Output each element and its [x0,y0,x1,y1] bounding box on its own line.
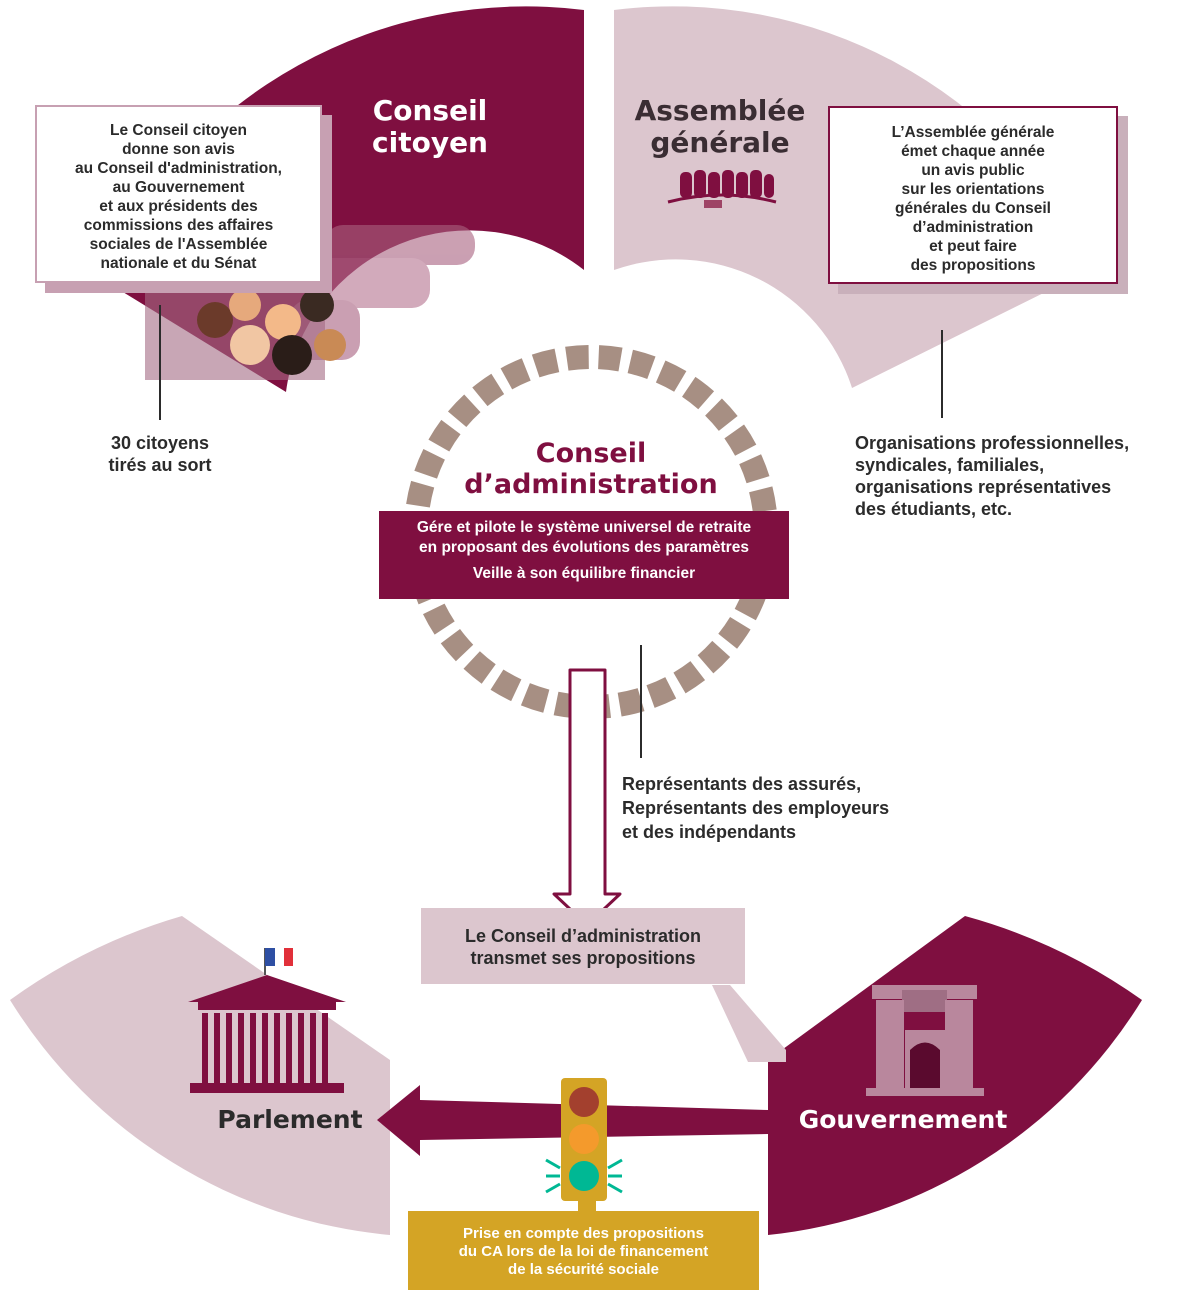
parlement-label-text: Parlement [217,1105,363,1134]
conseil-administration-title: Conseil d’administration [461,438,721,500]
to-gouvernement-arrow-icon [712,985,786,1062]
citizens-faces-icon [145,280,346,380]
gouvernement-label: Gouvernement [788,1105,1018,1135]
assemblee-title-line: Assemblée [634,94,806,127]
box-line: transmet ses propositions [470,948,696,968]
traffic-light-icon [545,1078,623,1213]
conseil-citoyen-note: 30 citoyens tirés au sort [80,432,240,476]
box-line: donne son avis [122,141,235,158]
assembly-hemicycle-icon [667,170,777,208]
box-line: Le Conseil citoyen [110,122,247,139]
box-line: Gére et pilote le système universel de r… [416,519,752,536]
parlement-wedge [10,916,390,1235]
note-line: 30 citoyens [110,433,210,453]
parlement-building-icon [188,948,346,1093]
box-line: du CA lors de la loi de financement [458,1243,709,1260]
conseil-citoyen-box: Le Conseil citoyen donne son avis au Con… [35,105,322,283]
assemblee-generale-note: Organisations professionnelles, syndical… [855,432,1180,520]
assemblee-title-line: générale [650,126,790,159]
box-line: d’administration [912,219,1034,236]
administration-title-line: Conseil [535,438,647,469]
box-line: sur les orientations [901,181,1045,198]
box-line: Veille à son équilibre financier [472,565,696,582]
conseil-citoyen-title-line: citoyen [372,126,488,159]
gouvernement-label-text: Gouvernement [798,1105,1008,1134]
plfss-box: Prise en compte des propositions du CA l… [408,1211,759,1290]
note-line: Représentants des employeurs [622,798,890,818]
conseil-administration-box: Gére et pilote le système universel de r… [379,511,789,599]
box-line: émet chaque année [901,143,1045,160]
assemblee-generale-box: L’Assemblée générale émet chaque année u… [828,106,1118,284]
assemblee-generale-title: Assemblée générale [630,95,810,159]
note-line: organisations représentatives [855,477,1112,497]
box-line: un avis public [921,162,1025,179]
note-line: Représentants des assurés, [622,774,862,794]
note-line: tirés au sort [108,455,212,475]
note-line: syndicales, familiales, [855,455,1045,475]
parlement-label: Parlement [205,1105,375,1135]
box-line: commissions des affaires [83,217,274,234]
box-line: des propositions [910,257,1036,274]
box-line: sociales de l'Assemblée [89,236,268,253]
administration-title-line: d’administration [464,469,718,500]
box-line: L’Assemblée générale [891,124,1055,141]
box-line: de la sécurité sociale [508,1261,659,1278]
note-line: Organisations professionnelles, [855,433,1130,453]
conseil-citoyen-title-line: Conseil [372,94,488,127]
box-line: et aux présidents des [99,198,258,215]
box-line: Le Conseil d’administration [464,926,702,946]
note-line: des étudiants, etc. [855,499,1013,519]
box-line: au Conseil d'administration, [75,160,282,177]
box-line: et peut faire [929,238,1017,255]
conseil-citoyen-title: Conseil citoyen [360,95,500,159]
transmission-box: Le Conseil d’administration transmet ses… [421,908,745,984]
note-line: et des indépendants [622,822,797,842]
box-line: nationale et du Sénat [100,255,257,272]
box-line: Prise en compte des propositions [463,1225,704,1242]
box-line: générales du Conseil [895,200,1051,217]
box-line: en proposant des évolutions des paramètr… [419,539,749,556]
conseil-administration-note: Représentants des assurés, Représentants… [622,772,942,844]
gouvernement-building-icon [866,985,984,1096]
box-line: au Gouvernement [112,179,245,196]
